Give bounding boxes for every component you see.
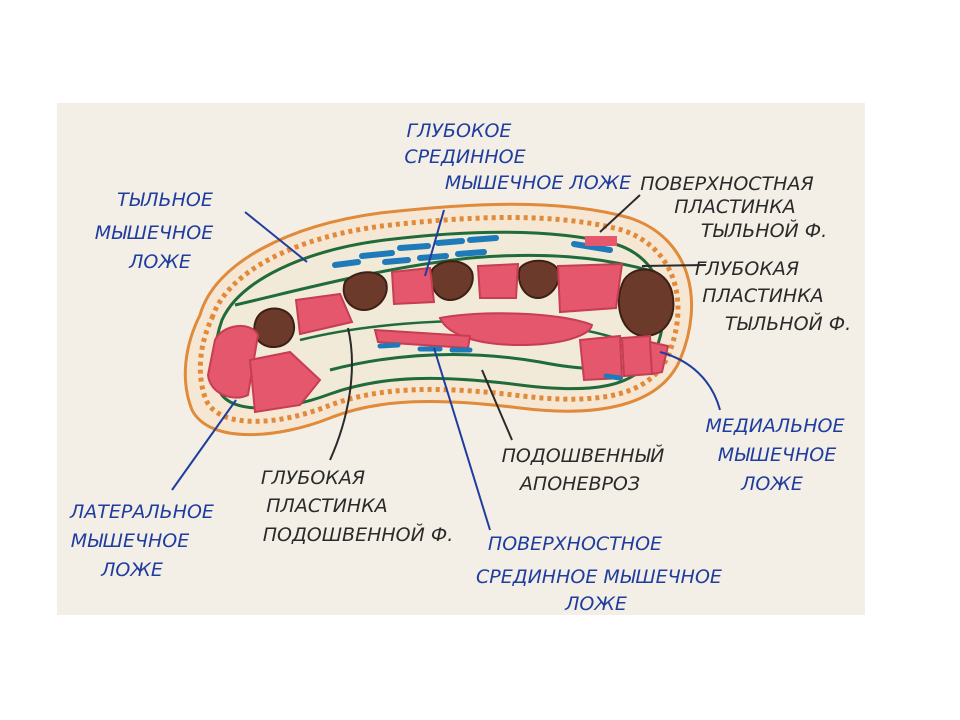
bone — [518, 259, 560, 300]
muscle — [206, 325, 260, 399]
muscle — [438, 312, 594, 347]
muscle — [578, 334, 624, 382]
pointer-dorsal — [244, 211, 308, 263]
bone — [430, 260, 474, 302]
muscle — [294, 292, 354, 336]
muscle — [648, 340, 670, 376]
label-superficial-median-compartment: ПОВЕРХНОСТНОЕ СРЕДИННОЕ МЫШЕЧНОЕ ЛОЖЕ — [476, 533, 728, 615]
dorsal-vessel — [585, 236, 617, 246]
muscle — [476, 262, 520, 299]
dorsal-tendons — [332, 235, 613, 268]
plantar-vessels — [377, 342, 623, 381]
label-deep-plantar-plate: ГЛУБОКАЯ ПЛАСТИНКА ПОДОШВЕННОЙ Ф. — [261, 467, 453, 546]
medial-muscles — [578, 334, 670, 382]
plantar-muscles — [373, 312, 594, 350]
pointer-lines — [171, 194, 721, 531]
pointer-deep-dorsal-plate — [641, 264, 707, 267]
metatarsal-bones — [253, 259, 675, 349]
label-superficial-dorsal-plate: ПОВЕРХНОСТНАЯ ПЛАСТИНКА ТЫЛЬНОЙ Ф. — [640, 173, 827, 242]
pointer-medial — [659, 351, 721, 411]
bone — [253, 307, 295, 349]
label-plantar-aponeurosis: ПОДОШВЕННЫЙ АПОНЕВРОЗ — [502, 444, 671, 495]
label-deep-median-compartment: ГЛУБОКОЕ СРЕДИННОЕ МЫШЕЧНОЕ ЛОЖЕ — [404, 120, 631, 194]
pointer-deep-plantar-plate — [329, 327, 353, 461]
label-medial-compartment: МЕДИАЛЬНОЕ МЫШЕЧНОЕ ЛОЖЕ — [705, 415, 850, 495]
pointer-deep-median — [424, 209, 445, 277]
bone — [617, 268, 675, 338]
deep-dorsal-fascia-line — [234, 253, 656, 307]
subcutaneous-layer — [197, 215, 681, 424]
muscle — [248, 350, 322, 414]
pointer-superficial-median — [433, 347, 491, 531]
bone — [342, 271, 388, 312]
label-lateral-compartment: ЛАТЕРАЛЬНОЕ МЫШЕЧНОЕ ЛОЖЕ — [69, 501, 220, 581]
pointer-superficial-dorsal-plate — [599, 194, 641, 233]
lateral-muscles — [206, 325, 322, 414]
muscle — [390, 266, 436, 306]
label-dorsal-compartment: ТЫЛЬНОЕ МЫШЕЧНОЕ ЛОЖЕ — [95, 189, 220, 273]
pointer-lateral — [171, 399, 237, 491]
label-deep-dorsal-plate: ГЛУБОКАЯ ПЛАСТИНКА ТЫЛЬНОЙ Ф. — [695, 258, 851, 335]
pointer-plantar-aponeurosis — [481, 369, 513, 441]
muscle — [556, 262, 624, 314]
interosseous-muscles — [294, 262, 624, 336]
muscle — [620, 334, 654, 378]
